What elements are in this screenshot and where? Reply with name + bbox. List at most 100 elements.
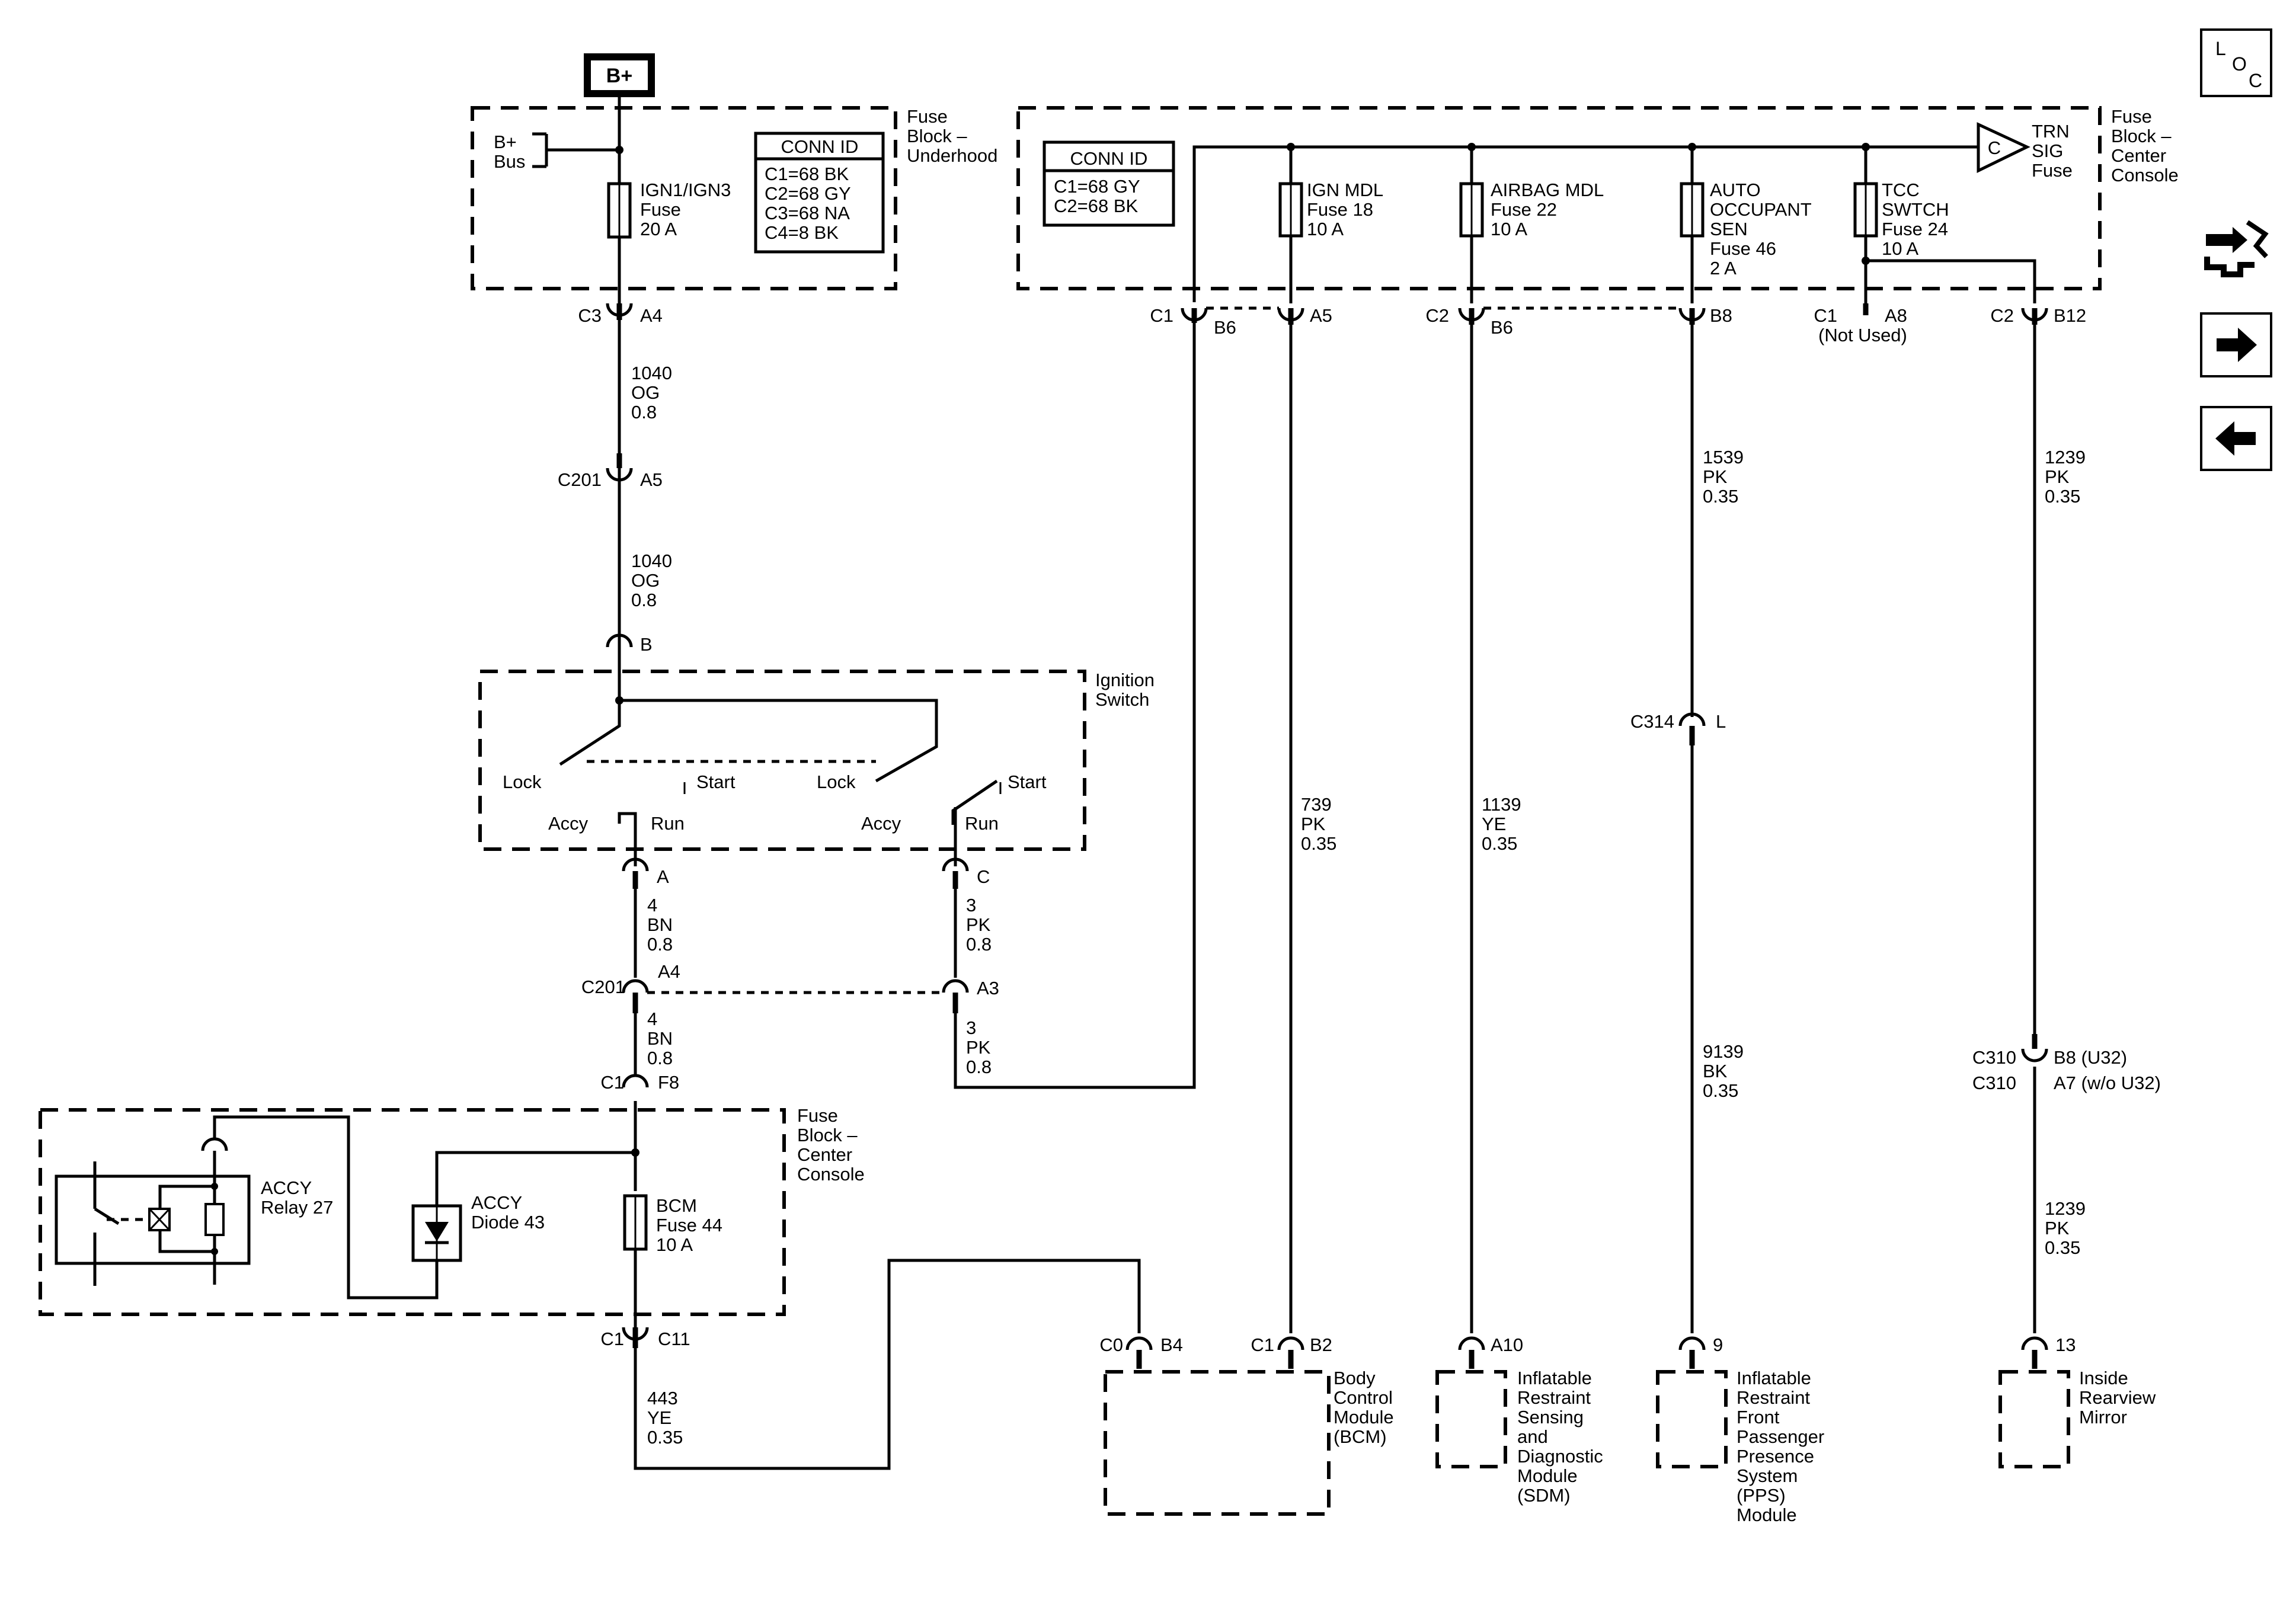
connector-c310: C310 C310 B8 (U32) A7 (w/o U32) (1972, 1034, 2161, 1093)
module-sdm: A10 Inflatable Restraint Sensing and Dia… (1435, 1334, 1603, 1506)
module-bcm-label: Body Control Module (BCM) (1334, 1368, 1399, 1447)
fuse-block-center-console-title: Fuse Block – Center Console (2111, 106, 2179, 185)
svg-text:B8 (U32): B8 (U32) (2054, 1047, 2127, 1068)
svg-text:Lock: Lock (817, 772, 856, 792)
svg-text:C314: C314 (1630, 711, 1674, 732)
svg-text:AIRBAG MDL Fuse 22: AIRBAG MDL Fuse 22 10 A (1491, 180, 1609, 239)
next-page-button[interactable] (2200, 312, 2272, 377)
module-inside-rearview-mirror: 13 Inside Rearview Mirror (1998, 1334, 2161, 1468)
ignition-switch-title: Ignition Switch (1095, 670, 1160, 710)
svg-text:B12: B12 (2054, 305, 2086, 326)
fuse-tcc-swtch-24: TCC SWTCH Fuse 24 10 A (1853, 143, 2036, 303)
svg-text:C1: C1 (1814, 305, 1837, 326)
connector-ignition-b: B (606, 633, 653, 655)
svg-text:Start: Start (696, 772, 736, 792)
svg-text:C1=68 GY C2=68 BK: C1=68 GY C2=68 BK (1054, 176, 1145, 216)
svg-text:A5: A5 (1310, 305, 1332, 326)
connector-a5: A5 (1277, 305, 1332, 326)
not-used-label: (Not Used) (1818, 325, 1907, 345)
loc-button[interactable]: L O C (2200, 28, 2272, 97)
wire-1040-b: 1040 OG 0.8 (631, 550, 677, 610)
module-mirror-label: Inside Rearview Mirror (2079, 1368, 2161, 1427)
svg-text:IGN MDL Fuse 18: IGN MDL Fuse 18 10 A (1307, 180, 1388, 239)
fuse-block-center-lower-title: Fuse Block – Center Console (797, 1105, 865, 1185)
trn-sig-fuse-label: TRN SIG Fuse (2032, 121, 2074, 181)
svg-text:C1: C1 (600, 1329, 624, 1349)
arrow-right-icon (2217, 328, 2257, 362)
svg-text:B: B (640, 634, 653, 655)
conn-id-rows: C1=68 BK C2=68 GY C3=68 NA C4=8 BK (765, 164, 856, 243)
fuse-ign-mdl-18: IGN MDL Fuse 18 10 A (1278, 143, 1388, 303)
ignition-switch: Ignition Switch Lock Start Lock Start Ac… (478, 670, 1160, 859)
svg-text:C2: C2 (1425, 305, 1449, 326)
conn-id-title: CONN ID (781, 136, 859, 157)
bcm-fuse-44-label: BCM Fuse 44 10 A (656, 1195, 728, 1255)
svg-text:L: L (1716, 711, 1726, 732)
fuse-block-underhood-title: Fuse Block – Underhood (907, 106, 997, 166)
wire-1239-b: 1239 PK 0.35 (2045, 1198, 2091, 1258)
wire-4bn-a: 4 BN 0.8 (647, 895, 678, 955)
svg-text:C310: C310 (1972, 1073, 2016, 1093)
battery-source-label: B+ (606, 65, 632, 87)
connector-c201-a4-a3: C201 A4 A3 (581, 961, 999, 1013)
svg-text:C2: C2 (1990, 305, 2014, 326)
svg-text:Lock: Lock (503, 772, 542, 792)
trn-sig-marker: C (1988, 137, 2001, 158)
wire-9139: 9139 BK 0.35 (1703, 1041, 1749, 1101)
svg-text:9: 9 (1713, 1334, 1723, 1355)
connector-c1-f8: C1 F8 (600, 1072, 679, 1093)
loc-letter-l: L (2215, 38, 2226, 59)
module-bcm: C0 B4 C1 B2 Body Control Module (BCM) (1099, 1334, 1399, 1516)
connector-ignition-c: C (942, 825, 990, 889)
svg-text:F8: F8 (658, 1072, 679, 1093)
connector-c201-a5: C201 A5 (558, 453, 663, 490)
connector-c1-b6: C1 B6 (1150, 305, 1279, 338)
loc-letter-c: C (2249, 70, 2263, 91)
connector-view-icon[interactable] (2200, 210, 2271, 281)
svg-text:A8: A8 (1885, 305, 1907, 326)
svg-text:TCC SWTCH Fuse: TCC SWTCH Fuse 24 10 A (1882, 180, 1954, 259)
wire-3pk-b: 3 PK 0.8 (966, 1017, 996, 1077)
svg-text:13: 13 (2055, 1334, 2076, 1355)
connector-c3-a4: C3 A4 (578, 303, 663, 326)
svg-text:A4: A4 (658, 961, 680, 982)
wire-1239-a: 1239 PK 0.35 (2045, 447, 2091, 507)
svg-text:Run: Run (965, 813, 999, 834)
svg-text:B6: B6 (1491, 317, 1513, 338)
svg-text:C201: C201 (558, 469, 602, 490)
connector-plug-icon (2204, 220, 2269, 277)
svg-text:A10: A10 (1491, 1334, 1523, 1355)
svg-text:Accy: Accy (861, 813, 901, 834)
wire-3pk-a: 3 PK 0.8 (966, 895, 996, 955)
accy-diode-43 (411, 1204, 462, 1262)
svg-text:Accy: Accy (548, 813, 589, 834)
svg-text:A4: A4 (640, 305, 663, 326)
connector-ignition-a: A (622, 857, 669, 889)
svg-text:B6: B6 (1214, 317, 1236, 338)
accy-relay-27-label: ACCY Relay 27 (261, 1177, 333, 1218)
previous-page-button[interactable] (2200, 406, 2272, 471)
svg-text:A: A (657, 866, 669, 887)
svg-text:C1: C1 (600, 1072, 624, 1093)
svg-text:Run: Run (651, 813, 685, 834)
fuse-block-center-lower: Fuse Block – Center Console BCM Fuse 44 … (39, 1101, 865, 1327)
battery-source: B+ (584, 53, 655, 97)
wire-4bn-b: 4 BN 0.8 (647, 1009, 678, 1068)
svg-text:C1: C1 (1251, 1334, 1274, 1355)
connector-c2-b12: C2 B12 (1990, 305, 2086, 326)
conn-id-table-underhood: CONN ID C1=68 BK C2=68 GY C3=68 NA C4=8 … (754, 132, 885, 254)
svg-text:B8: B8 (1710, 305, 1732, 326)
svg-text:C: C (977, 866, 990, 887)
wire-739: 739 PK 0.35 (1301, 794, 1336, 854)
fuse-block-underhood: Fuse Block – Underhood B+ Bus CONN ID C1… (471, 106, 997, 290)
svg-text:A3: A3 (977, 978, 999, 998)
connector-c1-a8: C1 A8 (Not Used) (1814, 303, 1907, 345)
connector-c1-c11: C1 C11 (600, 1327, 690, 1349)
conn-id-table-center: CONN ID C1=68 GY C2=68 BK (1043, 140, 1175, 227)
svg-text:A7 (w/o U32): A7 (w/o U32) (2054, 1073, 2161, 1093)
svg-text:C310: C310 (1972, 1047, 2016, 1068)
fuse-airbag-mdl-22: AIRBAG MDL Fuse 22 10 A (1459, 143, 1609, 303)
svg-text:C3: C3 (578, 305, 602, 326)
